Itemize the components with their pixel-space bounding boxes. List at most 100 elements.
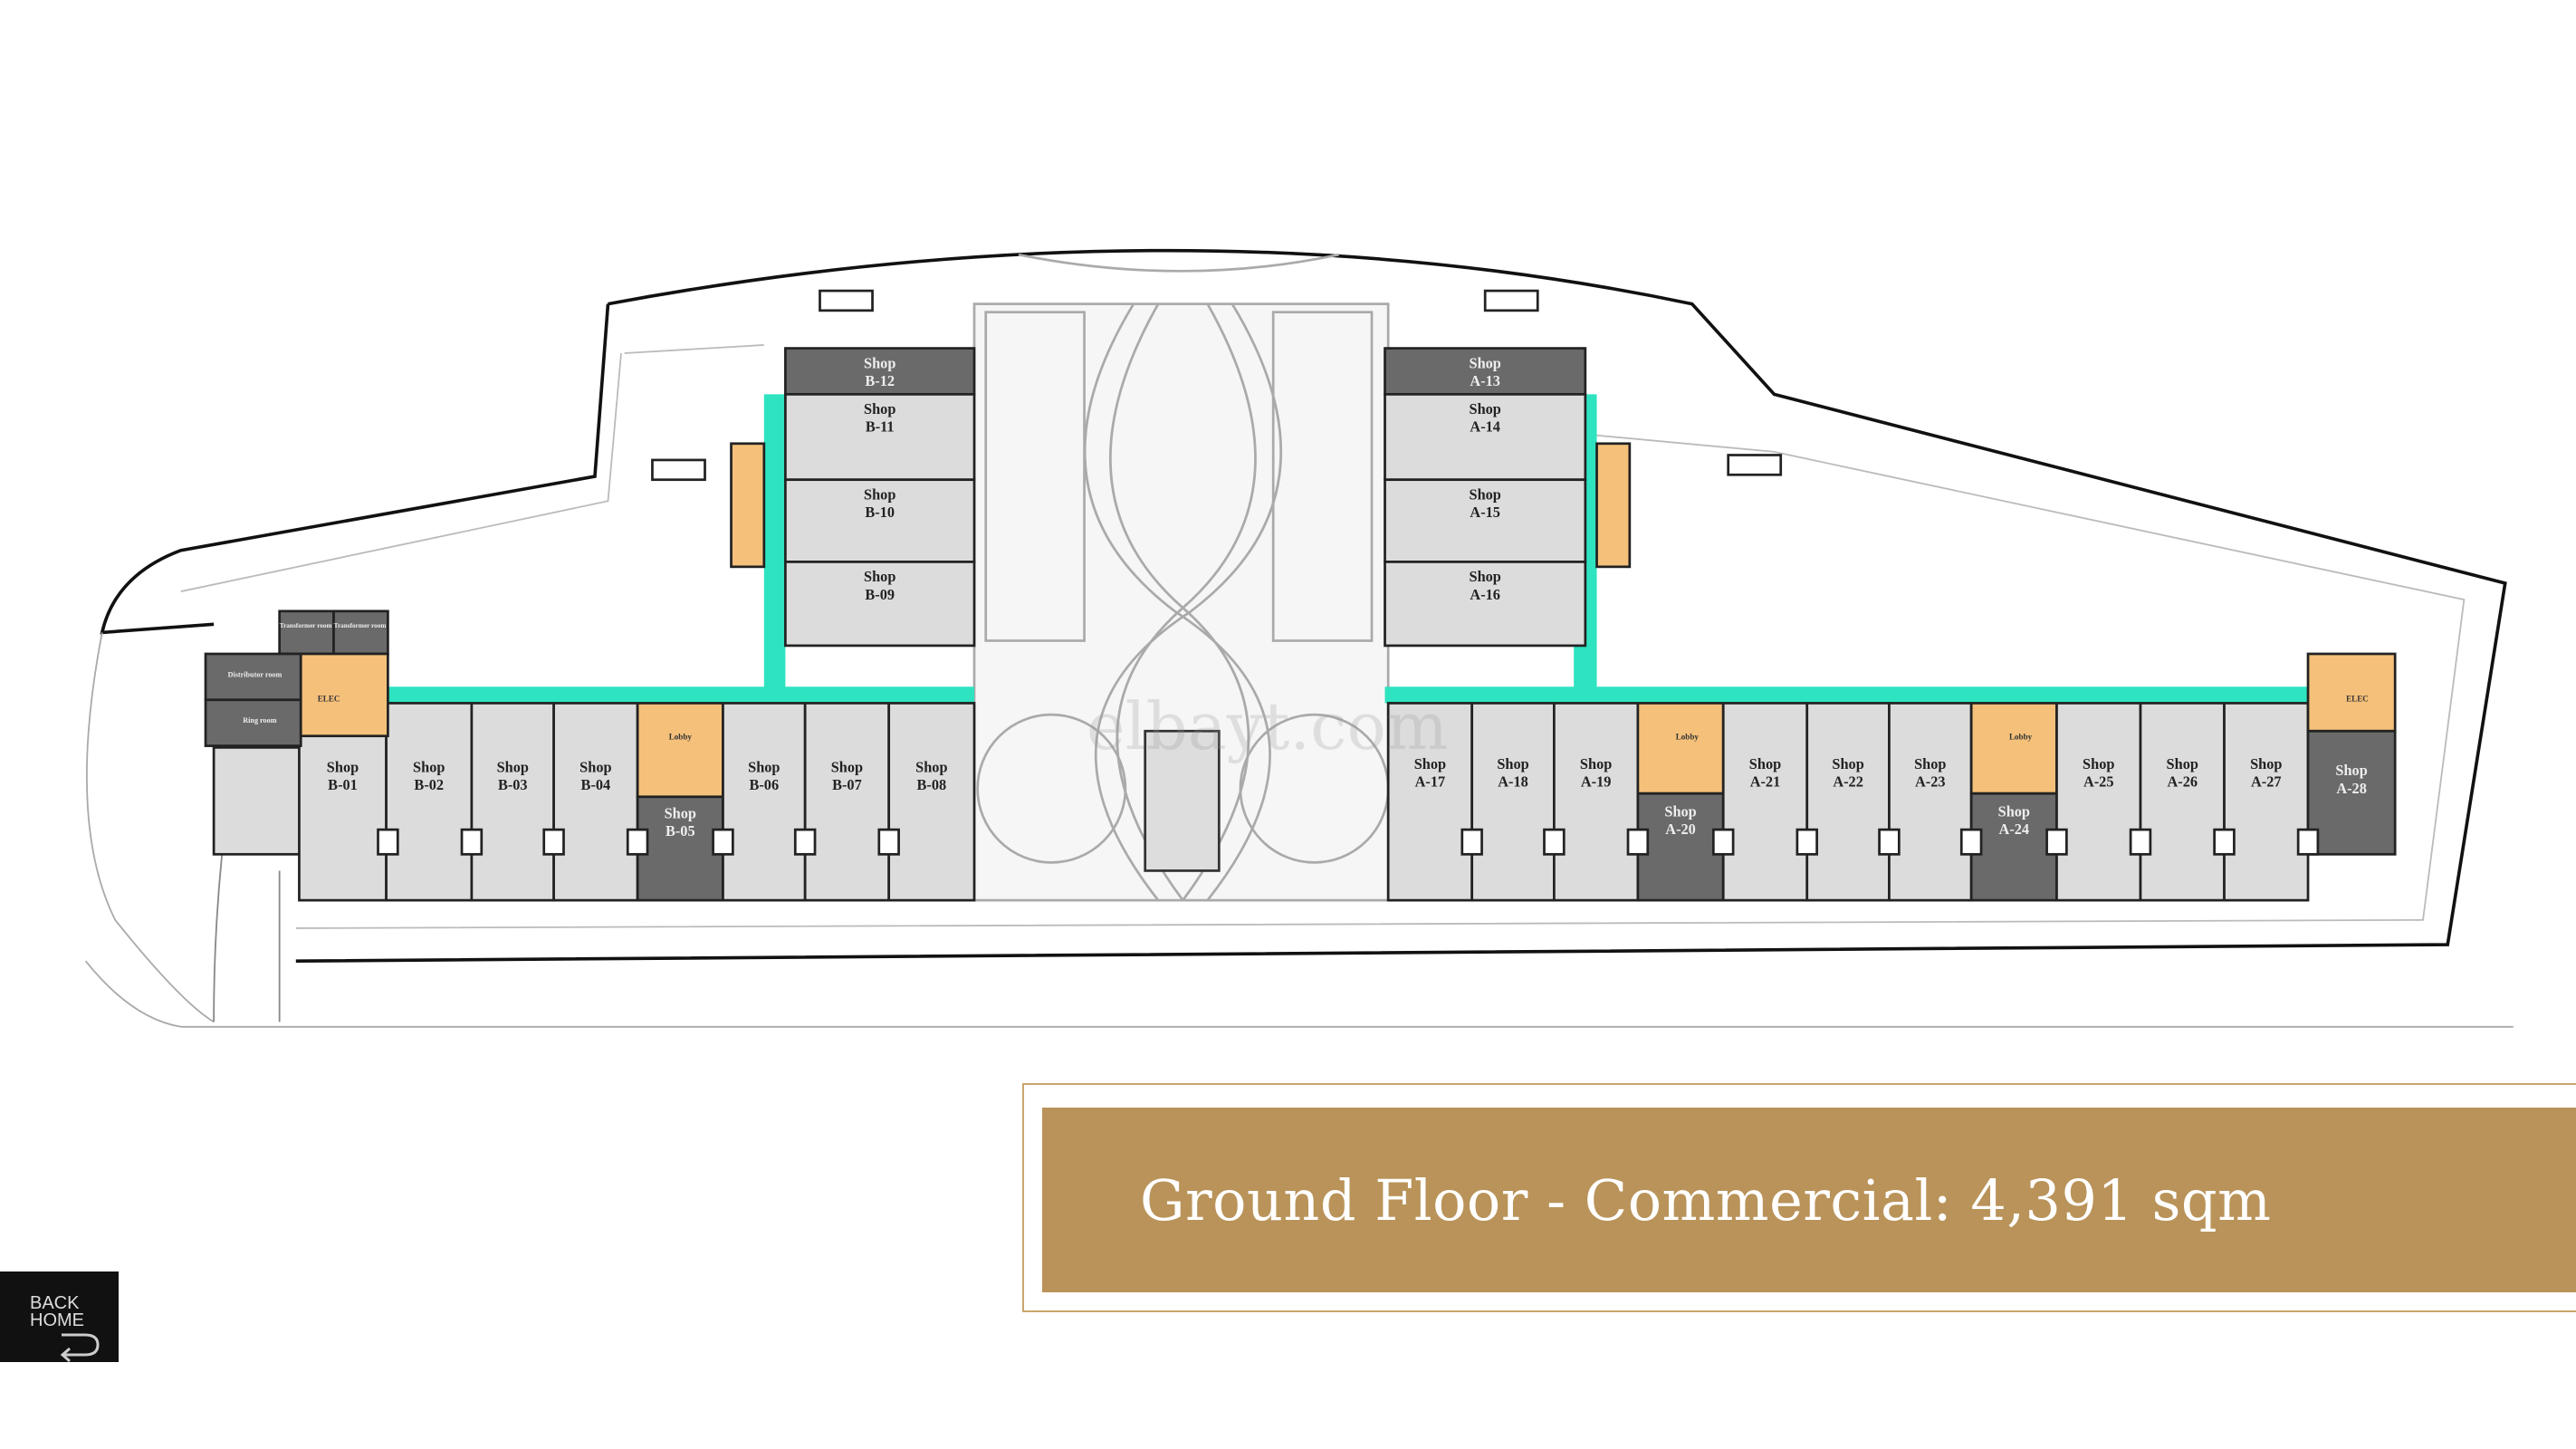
- lobby-a: [1969, 702, 2058, 795]
- stair-core-b: [730, 442, 766, 569]
- shop-a-17: [1386, 702, 1474, 902]
- shop-a-14: [1384, 393, 1587, 482]
- transformer-room-2: [332, 609, 389, 656]
- shop-b-10: [784, 478, 976, 563]
- lift-box: [712, 828, 734, 856]
- shop-a-16: [1384, 561, 1587, 648]
- back-label-line2: HOME: [30, 1310, 84, 1330]
- ring-label: Ring room: [243, 716, 276, 724]
- elec-room-east: [2306, 652, 2397, 733]
- lift-box: [626, 828, 649, 856]
- shop-a-27: [2223, 702, 2310, 902]
- lobby-b: [636, 702, 724, 799]
- return-arrow-icon: [60, 1333, 100, 1362]
- caption-box: Ground Floor - Commercial: 4,391 sqm: [1042, 1108, 2576, 1292]
- shop-a-13: [1384, 347, 1587, 396]
- shop-a-18: [1470, 702, 1556, 902]
- lift-box: [2129, 828, 2152, 856]
- lift-box: [1796, 828, 1818, 856]
- shop-a-19: [1553, 702, 1640, 902]
- vent-box: [651, 458, 706, 482]
- vent-box: [819, 289, 874, 312]
- lift-box: [1959, 828, 1983, 856]
- elec-label: ELEC: [2346, 695, 2369, 704]
- shop-b-11: [784, 393, 976, 482]
- shop-a-23: [1888, 702, 1973, 902]
- elec-room-west: [299, 652, 389, 738]
- lobby-label: Lobby: [2009, 732, 2033, 741]
- watermark: elbayt.com: [1087, 688, 1449, 764]
- lobby-label: Lobby: [1676, 732, 1700, 741]
- lift-box: [1626, 828, 1650, 856]
- shop-a-28: [2306, 729, 2397, 856]
- lobby-a: [1636, 702, 1725, 795]
- transformer-label: Transformer room: [280, 622, 332, 629]
- lobby-label: Lobby: [669, 732, 693, 741]
- lift-box: [1543, 828, 1566, 856]
- distributor-room: [204, 652, 302, 702]
- elec-label: ELEC: [318, 695, 340, 704]
- lift-box: [2213, 828, 2236, 856]
- back-label-line1: BACK: [30, 1293, 80, 1313]
- shop-b-06: [722, 702, 807, 902]
- shop-b-07: [803, 702, 891, 902]
- shop-a-25: [2055, 702, 2142, 902]
- caption-title: Ground Floor - Commercial: 4,391 sqm: [1140, 1166, 2272, 1233]
- back-home-label: BACK HOME: [30, 1293, 84, 1330]
- vent-box: [1727, 454, 1783, 476]
- inner-outline: [180, 344, 2466, 929]
- lift-box: [877, 828, 900, 856]
- lift-box: [793, 828, 817, 856]
- shop-b-04: [552, 702, 639, 902]
- shop-a-22: [1805, 702, 1891, 902]
- lift-box: [460, 828, 484, 856]
- transformer-label: Transformer room: [334, 622, 387, 629]
- site-outline: [84, 248, 2514, 1028]
- back-home-button[interactable]: BACK HOME: [0, 1271, 119, 1362]
- lift-box: [377, 828, 399, 856]
- central-plaza: [972, 253, 1390, 902]
- shop-a-21: [1721, 702, 1809, 902]
- shop-b-02: [385, 702, 474, 902]
- lift-box: [1460, 828, 1483, 856]
- transformer-room-1: [278, 609, 335, 656]
- shop-b-09: [784, 561, 976, 648]
- lift-box: [1878, 828, 1901, 856]
- shop-b-01-extension: [212, 746, 314, 856]
- stair-core-a: [1595, 442, 1632, 569]
- lift-box: [2296, 828, 2320, 856]
- shop-b-03: [470, 702, 555, 902]
- shop-b-08: [887, 702, 976, 902]
- lift-box: [2045, 828, 2068, 856]
- shop-a-26: [2139, 702, 2226, 902]
- vent-box: [1483, 289, 1539, 312]
